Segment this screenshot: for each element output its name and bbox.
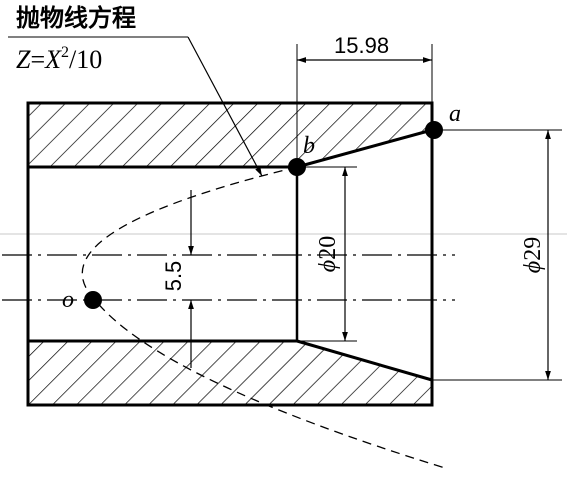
dim-length-label: 15.98	[334, 33, 389, 58]
point-o-label: o	[62, 287, 74, 313]
part-outline	[26, 101, 434, 407]
dim-phi20-label: ϕ20	[315, 236, 341, 272]
point-a-label: a	[449, 101, 461, 127]
parabola-title: 抛物线方程	[16, 4, 136, 32]
cone-top-edge	[296, 128, 433, 169]
point-b-label: b	[303, 133, 315, 159]
leader-line	[187, 36, 263, 177]
dim-phi29-label: ϕ29	[520, 237, 546, 273]
point-o-dot	[84, 291, 102, 309]
dim-offset-label: 5.5	[161, 261, 186, 292]
parabola-equation: Z=X2/10	[16, 44, 102, 74]
cone-bottom-edge	[296, 339, 433, 382]
point-b-dot	[288, 158, 306, 176]
parabola-curve	[81, 166, 446, 469]
point-a-dot	[425, 121, 443, 139]
